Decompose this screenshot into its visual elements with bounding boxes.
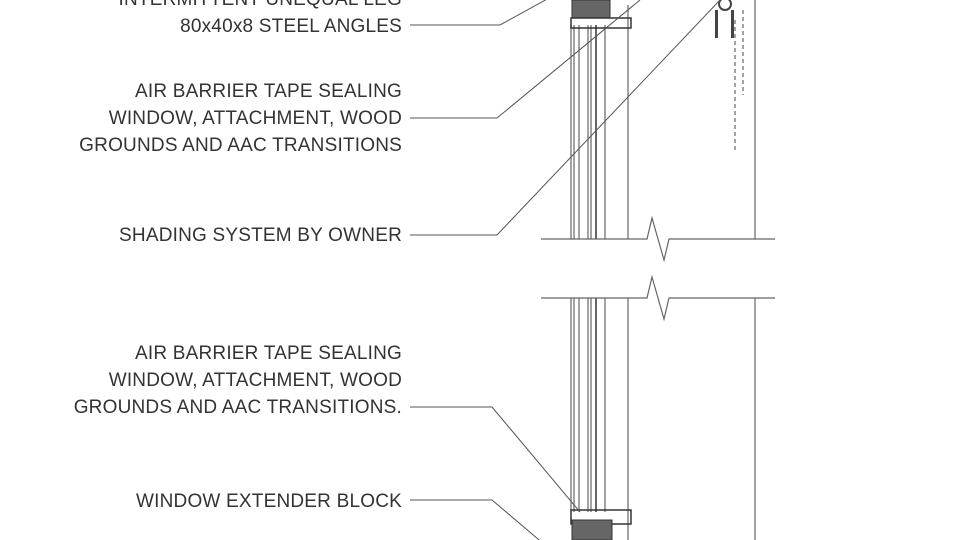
leader-lines [410, 0, 721, 540]
window-frame-lines [570, 5, 629, 540]
label-steel-angles: INTERMITTENT UNEQUAL LEG 80x40x8 STEEL A… [118, 0, 402, 40]
leader-line [410, 0, 721, 236]
label-line: GROUNDS AND AAC TRANSITIONS [79, 135, 402, 156]
label-line: 80x40x8 STEEL ANGLES [180, 16, 402, 37]
leader-line [410, 0, 547, 26]
label-air-barrier-top: AIR BARRIER TAPE SEALING WINDOW, ATTACHM… [79, 78, 402, 159]
label-line: SHADING SYSTEM BY OWNER [119, 225, 402, 246]
label-air-barrier-bottom: AIR BARRIER TAPE SEALING WINDOW, ATTACHM… [74, 340, 402, 421]
leader-line [410, 406, 581, 513]
label-window-extender: WINDOW EXTENDER BLOCK [136, 488, 402, 515]
label-shading-system: SHADING SYSTEM BY OWNER [119, 222, 402, 249]
break-line [541, 215, 775, 263]
leader-line [410, 0, 641, 119]
label-line: WINDOW, ATTACHMENT, WOOD [108, 108, 402, 129]
label-line: GROUNDS AND AAC TRANSITIONS. [73, 397, 402, 418]
break-line [541, 274, 775, 322]
label-line: AIR BARRIER TAPE SEALING [134, 343, 402, 364]
label-line: AIR BARRIER TAPE SEALING [134, 81, 402, 102]
label-line: INTERMITTENT UNEQUAL LEG [118, 0, 402, 13]
label-line: WINDOW, ATTACHMENT, WOOD [108, 370, 402, 391]
shading-bracket [715, 0, 734, 38]
window-head [570, 0, 632, 29]
leader-line [410, 499, 540, 540]
window-sill [570, 509, 632, 540]
label-line: WINDOW EXTENDER BLOCK [136, 491, 402, 512]
